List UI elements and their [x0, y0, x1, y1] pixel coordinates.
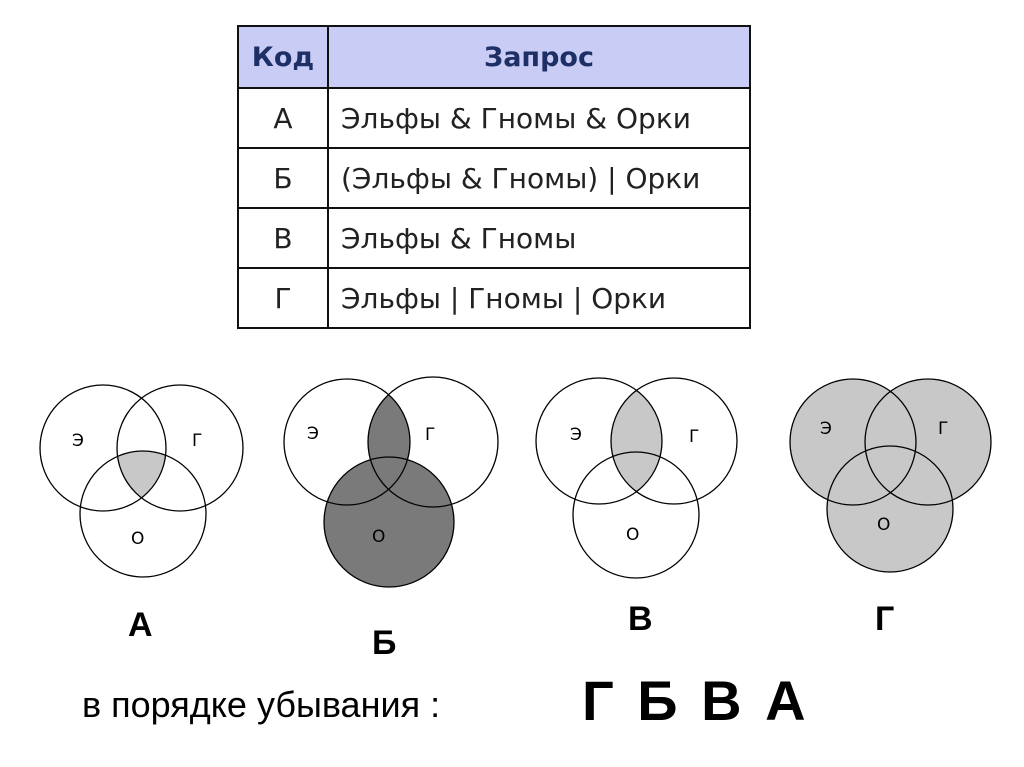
order-caption: в порядке убывания :: [82, 684, 441, 725]
table-header-row: Код Запрос: [237, 25, 751, 89]
venn-v-label-elves: Э: [570, 425, 582, 445]
row-code: А: [237, 87, 329, 149]
venn-v-label-gnomes: Г: [689, 427, 699, 447]
diagram-label-b: Б: [372, 624, 397, 662]
venn-v-circle-orcs: [572, 451, 700, 579]
venn-a-label-elves: Э: [72, 431, 84, 451]
header-code: Код: [237, 25, 329, 89]
table-row: Б (Эльфы & Гномы) | Орки: [237, 147, 751, 209]
row-query: Эльфы | Гномы | Орки: [327, 267, 751, 329]
table-row: Г Эльфы | Гномы | Орки: [237, 267, 751, 329]
table-row: А Эльфы & Гномы & Орки: [237, 87, 751, 149]
venn-g-label-orcs: О: [877, 515, 890, 535]
row-code: В: [237, 207, 329, 269]
table-row: В Эльфы & Гномы: [237, 207, 751, 269]
diagram-label-v: В: [628, 600, 653, 638]
venn-diagram-a: Э Г О: [39, 384, 244, 578]
venn-b-orcs-fill: [324, 457, 454, 587]
diagram-label-g: Г: [875, 600, 895, 638]
venn-a-label-orcs: О: [131, 529, 144, 549]
venn-a-circle-gnomes: [116, 384, 244, 512]
venn-b-label-elves: Э: [307, 424, 319, 444]
venn-b-label-orcs: О: [372, 527, 385, 547]
row-query: Эльфы & Гномы: [327, 207, 751, 269]
venn-g-circle-elves: [789, 378, 917, 506]
row-code: Б: [237, 147, 329, 209]
venn-v-label-orcs: О: [626, 525, 639, 545]
row-code: Г: [237, 267, 329, 329]
venn-diagram-v: Э Г О: [535, 377, 738, 579]
venn-diagram-g: Э Г О: [789, 378, 992, 573]
venn-a-circle-elves: [39, 384, 167, 512]
venn-g-fill-orcs: [827, 446, 953, 572]
venn-a-label-gnomes: Г: [192, 431, 202, 451]
venn-b-circle-elves: [283, 378, 411, 506]
venn-a-circle-orcs: [79, 450, 207, 578]
venn-diagram-b: Э Г О: [283, 376, 499, 588]
order-answer: Г Б В А: [582, 669, 810, 732]
venn-v-circle-gnomes: [610, 377, 738, 505]
venn-b-label-gnomes: Г: [425, 425, 435, 445]
row-query: Эльфы & Гномы & Орки: [327, 87, 751, 149]
venn-g-label-gnomes: Г: [938, 419, 948, 439]
venn-g-label-elves: Э: [820, 419, 832, 439]
query-table: Код Запрос А Эльфы & Гномы & Орки Б (Эль…: [237, 25, 751, 329]
header-query: Запрос: [327, 25, 751, 89]
venn-g-circle-gnomes: [864, 378, 992, 506]
venn-g-circle-orcs: [826, 445, 954, 573]
venn-b-circle-gnomes: [367, 376, 499, 508]
row-query: (Эльфы & Гномы) | Орки: [327, 147, 751, 209]
diagram-label-a: А: [128, 606, 153, 644]
venn-v-circle-elves: [535, 377, 663, 505]
venn-b-circle-orcs: [323, 456, 455, 588]
venn-v-intersection: [611, 378, 662, 504]
